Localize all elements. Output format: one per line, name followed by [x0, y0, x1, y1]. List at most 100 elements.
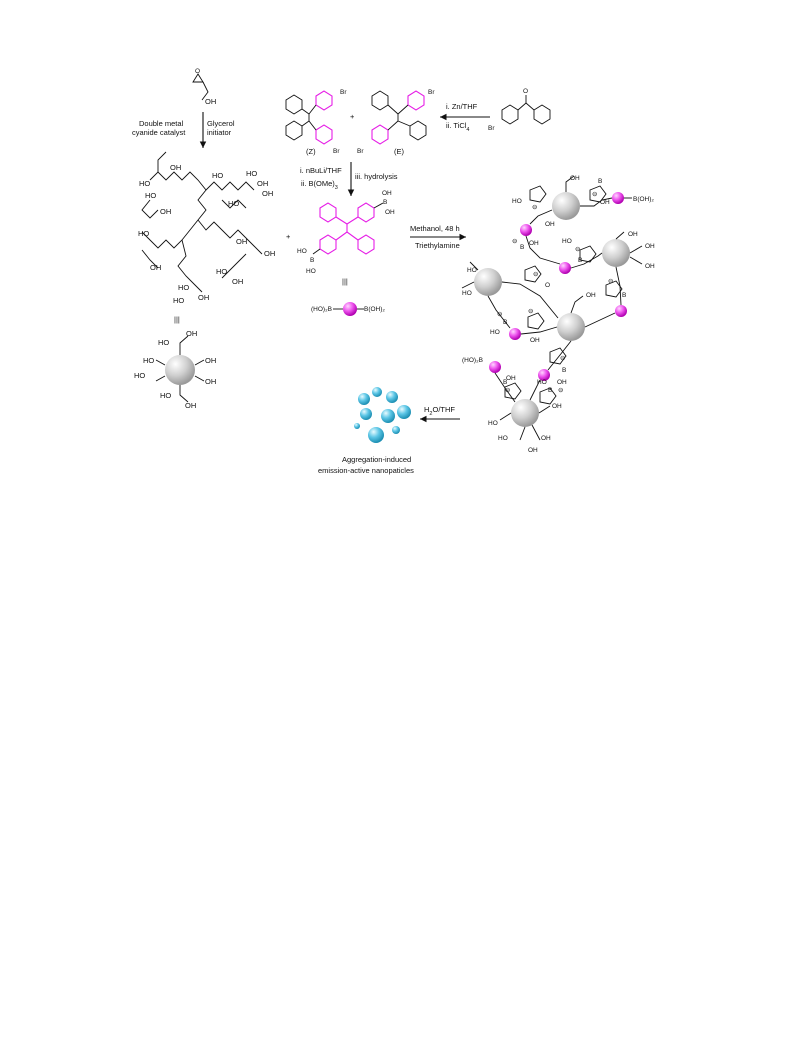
reagent-zn-thf: i. Zn/THF — [446, 102, 478, 111]
net-ho-6: HO — [537, 379, 547, 386]
hpg-oh-7: OH — [262, 189, 273, 198]
net-oh-4: OH — [628, 231, 638, 238]
sphere-oh-6: OH — [205, 377, 216, 386]
caption-line1: Aggregation-induced — [342, 455, 411, 464]
diboronic-acid-sphere: (HO)₂B B(OH)₂ — [311, 302, 385, 316]
net-minus-3: ⊖ — [512, 238, 518, 245]
net-b-7: B — [503, 379, 507, 386]
net-o-1: O — [545, 282, 550, 289]
sphere-boh2: B(OH)₂ — [364, 306, 385, 313]
hpg-oh-12: OH — [236, 237, 247, 246]
net-b-4: B — [622, 292, 626, 299]
glycidol-structure: O OH — [192, 68, 216, 106]
hpg-ho-2: HO — [139, 179, 150, 188]
tpe-boron-top-oh1: OH — [385, 209, 395, 216]
net-minus-8: ⊖ — [528, 308, 534, 315]
plus-sign-reactants: + — [286, 232, 291, 241]
hpg-ho-6: HO — [246, 169, 257, 178]
net-b-8: B — [548, 387, 552, 394]
hpg-ho-3: HO — [145, 191, 156, 200]
isomer-z-label: (Z) — [306, 147, 316, 156]
sphere-oh-1: OH — [186, 329, 197, 338]
reagent-dmc-line2: cyanide catalyst — [132, 128, 186, 137]
net-b-6: B — [562, 367, 566, 374]
sphere-ho-2: HO — [158, 338, 169, 347]
net-minus-1: ⊖ — [592, 191, 598, 198]
hpg-oh-5: OH — [257, 179, 268, 188]
net-minus-10: ⊖ — [505, 387, 511, 394]
condition-triethylamine: Triethylamine — [415, 241, 460, 250]
tpe-dibromide-z: Br Br (Z) — [285, 89, 347, 156]
equivalence-mark-2: ||| — [342, 277, 348, 286]
tpe-z-br-top: Br — [340, 89, 347, 96]
net-b-1: B — [598, 178, 602, 185]
sphere-ho-3: HO — [143, 356, 154, 365]
reagent-bome3: ii. B(OMe)3 — [301, 179, 338, 191]
glycidol-oxygen: O — [195, 68, 200, 75]
hpg-ho-16: HO — [178, 283, 189, 292]
hpg-oh-11: OH — [150, 263, 161, 272]
reagent-initiator-line2: initiator — [207, 128, 232, 137]
sphere-ho-7: HO — [160, 391, 171, 400]
benzophenone-br: Br — [488, 125, 495, 132]
net-oh-5: OH — [645, 243, 655, 250]
tpe-boron-top-oh2: OH — [382, 190, 392, 197]
bromobenzophenone: O Br — [488, 88, 551, 132]
net-minus-7: ⊖ — [497, 311, 503, 318]
equivalence-mark-1: ||| — [174, 315, 180, 324]
net-ho-8: HO — [498, 435, 508, 442]
net-boh2-1: B(OH)₂ — [633, 196, 654, 203]
hpg-ho-8: HO — [228, 199, 239, 208]
tpe-boron-top: B — [383, 199, 387, 206]
net-oh-14: OH — [528, 447, 538, 454]
reagent-nbuli: i. nBuLi/THF — [300, 166, 342, 175]
net-minus-6: ⊖ — [608, 278, 614, 285]
net-oh-8: OH — [586, 292, 596, 299]
reagent-hydrolysis: iii. hydrolysis — [355, 172, 398, 181]
net-ho-5: HO — [490, 329, 500, 336]
reagent-h2o-thf: H2O/THF — [424, 405, 455, 417]
net-oh-9: OH — [530, 337, 540, 344]
net-oh-7: OH — [529, 240, 539, 247]
ketone-oxygen: O — [523, 88, 528, 95]
tpe-diboronic-acid: B OH OH B HO HO — [297, 190, 395, 275]
glycidol-oh: OH — [205, 97, 216, 106]
sphere-ho-4: HO — [134, 371, 145, 380]
tpe-dibromide-e: Br Br (E) — [357, 89, 435, 156]
net-minus-11: ⊖ — [558, 387, 564, 394]
net-oh-12: OH — [552, 403, 562, 410]
net-oh-11: OH — [506, 375, 516, 382]
hpg-ho-9: HO — [138, 229, 149, 238]
net-oh-3: OH — [545, 221, 555, 228]
tpe-z-br-bottom: Br — [333, 148, 340, 155]
aie-nanoparticles — [354, 387, 411, 443]
reagent-ticl4: ii. TiCl4 — [446, 121, 469, 133]
isomer-e-label: (E) — [394, 147, 405, 156]
net-b-3: B — [578, 257, 582, 264]
hyperbranched-polyglycerol: OH HO HO HO OH HO OH HO HO OH OH OH OH H… — [138, 151, 275, 305]
hpg-ho-14: HO — [216, 267, 227, 276]
net-oh-1: OH — [570, 175, 580, 182]
hpg-ho-4: HO — [212, 171, 223, 180]
net-minus-9: ⊖ — [560, 355, 566, 362]
reagent-dmc-line1: Double metal — [139, 119, 184, 128]
polyglycerol-sphere: OH HO HO HO OH OH HO OH — [134, 329, 216, 410]
hpg-oh-15: OH — [232, 277, 243, 286]
reagent-initiator-line1: Glycerol — [207, 119, 235, 128]
sphere-oh-8: OH — [185, 401, 196, 410]
net-ho-4: HO — [462, 290, 472, 297]
caption-line2: emission-active nanopaticles — [318, 466, 414, 475]
hpg-oh-1: OH — [170, 163, 181, 172]
net-ho-1: HO — [512, 198, 522, 205]
net-minus-5: ⊖ — [533, 271, 539, 278]
hpg-oh-17: OH — [198, 293, 209, 302]
net-b-5: B — [503, 319, 507, 326]
hpg-oh-10: OH — [160, 207, 171, 216]
tpe-boron-bottom-ho1: HO — [297, 248, 307, 255]
net-minus-4: ⊖ — [575, 246, 581, 253]
sphere-ho2b: (HO)₂B — [311, 306, 332, 313]
net-b-2: B — [520, 244, 524, 251]
tpe-boron-bottom-ho2: HO — [306, 268, 316, 275]
net-oh-10: OH — [557, 379, 567, 386]
